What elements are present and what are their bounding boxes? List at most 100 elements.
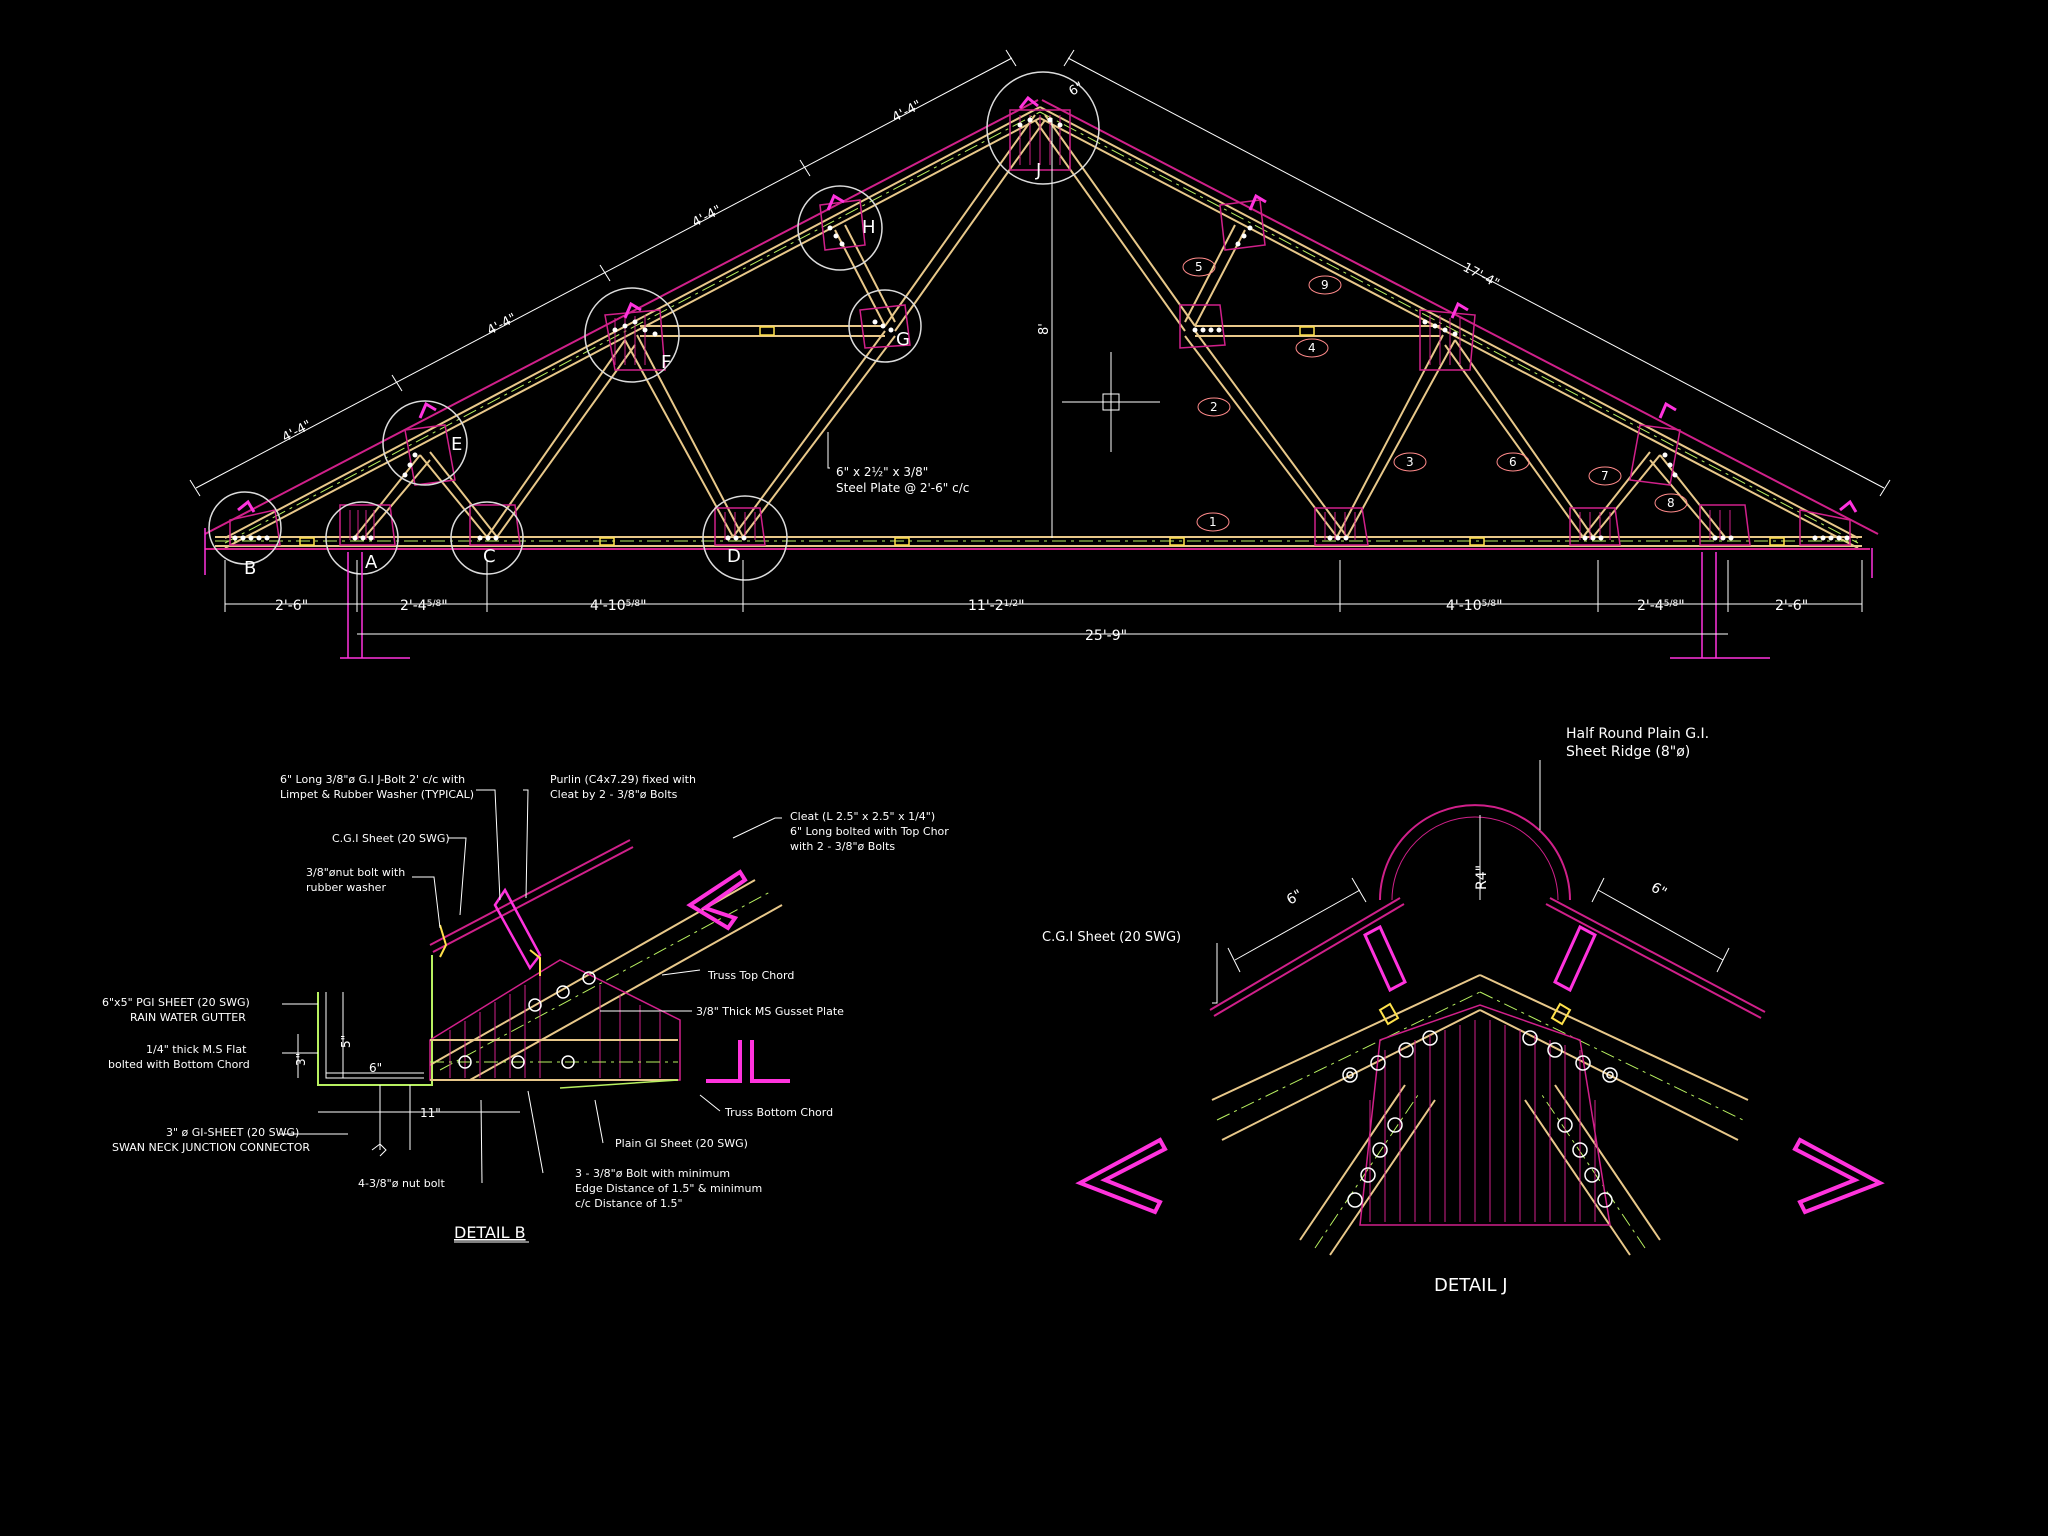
cgi-sheet-note: C.G.I Sheet (20 SWG) [332,832,450,845]
angle-section-1 [686,869,748,931]
detail-b-purlin [493,887,542,971]
top-dimension-lines [189,49,1891,497]
svg-text:2: 2 [1210,400,1218,414]
node-label-f: F [661,352,671,373]
detail-j-cgi-note: C.G.I Sheet (20 SWG) [1042,930,1181,945]
member-id-6: 6 [1496,452,1530,472]
detail-j-texts: 6" 6" R4" Half Round Plain G.I. Sheet Ri… [1042,726,1709,1296]
bottom-dim-5: 4'-105/8" [1446,598,1503,614]
nut-bolts-note: 4-3/8"ø nut bolt [358,1177,445,1190]
gutter [317,955,433,1086]
node-label-b: B [244,558,256,579]
svg-text:1: 1 [1209,515,1217,529]
svg-text:5: 5 [1195,260,1203,274]
svg-text:4: 4 [1308,341,1316,355]
purlin-note-1: Purlin (C4x7.29) fixed with [550,773,696,786]
truss-elevation: B A C D E F G H J 1 2 3 4 5 6 7 8 9 [189,49,1891,659]
detail-j-angle-left [1075,1137,1168,1215]
rafter-magenta-right [1041,99,1879,535]
half-round-ridge [1379,804,1571,901]
detail-j-dim-left: 6" [1284,887,1305,909]
detail-j-bolts [1342,1030,1618,1208]
member-id-4: 4 [1295,338,1329,358]
top-chord-left [224,106,1041,549]
svg-text:3: 3 [1406,455,1414,469]
bottom-dim-2: 2'-45/8" [400,598,448,614]
ridge-note-1: Half Round Plain G.I. [1566,726,1709,742]
detail-b-title: DETAIL B [454,1223,526,1242]
node-label-e: E [451,434,462,455]
swan-neck [371,1085,411,1157]
detail-b-bolts [458,971,596,1069]
node-label-c: C [483,546,496,567]
member-id-2: 2 [1197,397,1231,417]
swan-note-2: SWAN NECK JUNCTION CONNECTOR [112,1141,310,1154]
detail-b-gusset [429,959,681,1081]
ridge-note-2: Sheet Ridge (8"ø) [1566,744,1690,760]
svg-text:9: 9 [1321,278,1329,292]
cad-crosshair [1062,352,1160,452]
top-chord-note: Truss Top Chord [707,969,794,982]
bottom-chord-note: Truss Bottom Chord [724,1106,833,1119]
bottom-dim-6: 2'-45/8" [1637,598,1685,614]
detail-b-dim-3: 3" [294,1053,308,1066]
nut-note-1: 3/8"ønut bolt with [306,866,405,879]
node-label-g: G [896,329,910,350]
spacer-blocks [299,326,1785,546]
detail-j-sheets [1209,897,1766,1019]
flat-note-1: 1/4" thick M.S Flat [146,1043,247,1056]
detail-b-leaders [280,789,782,1184]
flat-note-2: bolted with Bottom Chord [108,1058,250,1071]
swan-note-1: 3" ø GI-SHEET (20 SWG) [166,1126,299,1139]
bolt-dots [232,117,1850,541]
member-ids: 1 2 3 4 5 6 7 8 9 [1182,257,1688,532]
detail-b-dim-5: 5" [339,1035,353,1048]
member-id-3: 3 [1393,452,1427,472]
bottom-dim-4: 11'-21/2" [968,598,1025,614]
detail-j-title: DETAIL J [1434,1275,1508,1296]
node-label-h: H [862,217,876,238]
cleat-note-2: 6" Long bolted with Top Chor [790,825,949,838]
ridge-dim: 6" [1067,79,1087,99]
nut-note-2: rubber washer [306,881,386,894]
purlin-cleats [237,95,1858,513]
node-labels: B A C D E F G H J [244,160,1041,579]
node-label-j: J [1035,160,1041,181]
detail-b: 5" 3" 6" 11" 6" Long 3/8"ø G.I J-Bolt 2'… [102,773,949,1243]
member-id-9: 9 [1308,275,1342,295]
svg-text:8: 8 [1667,496,1675,510]
bottom-dimension-texts: 2'-6" 2'-45/8" 4'-105/8" 11'-21/2" 4'-10… [275,598,1808,644]
member-id-5: 5 [1182,257,1216,277]
gutter-note-1: 6"x5" PGI SHEET (20 SWG) [102,996,250,1009]
supports [204,528,1873,659]
height-dim: 8' [1037,323,1052,335]
bottom-dim-3: 4'-105/8" [590,598,647,614]
detail-j-bolts-yellow [1378,1002,1572,1026]
detail-b-bottom-chord [430,1039,678,1081]
jbolt-note-1: 6" Long 3/8"ø G.I J-Bolt 2' c/c with [280,773,465,786]
detail-b-dim-11: 11" [420,1106,441,1120]
node-label-d: D [727,546,741,567]
detail-b-notes: 6" Long 3/8"ø G.I J-Bolt 2' c/c with Lim… [102,773,949,1210]
detail-j: 6" 6" R4" Half Round Plain G.I. Sheet Ri… [1042,726,1885,1296]
member-id-1: 1 [1196,512,1230,532]
cleat-note-3: with 2 - 3/8"ø Bolts [790,840,895,853]
gusset-note: 3/8" Thick MS Gusset Plate [696,1005,844,1018]
detail-b-dims [297,992,520,1113]
detail-b-dim-6: 6" [369,1061,382,1075]
detail-j-dims [1212,760,1730,1004]
plate-note-line2: Steel Plate @ 2'-6" c/c [836,481,969,495]
plate-note-line1: 6" x 2½" x 3/8" [836,465,928,479]
detail-b-dim-texts: 5" 3" 6" 11" [294,1035,441,1120]
gusset-hatch [349,115,1731,540]
purlin-note-2: Cleat by 2 - 3/8"ø Bolts [550,788,678,801]
gusset-plates [229,109,1851,546]
plain-gi-note: Plain GI Sheet (20 SWG) [615,1137,748,1150]
member-id-7: 7 [1588,466,1622,486]
rafter-magenta-left [204,99,1039,535]
bolt-spec-2: Edge Distance of 1.5" & minimum [575,1182,762,1195]
jbolt-note-2: Limpet & Rubber Washer (TYPICAL) [280,788,474,801]
bottom-dim-7: 2'-6" [1775,598,1808,614]
detail-j-chords [1211,974,1749,1256]
